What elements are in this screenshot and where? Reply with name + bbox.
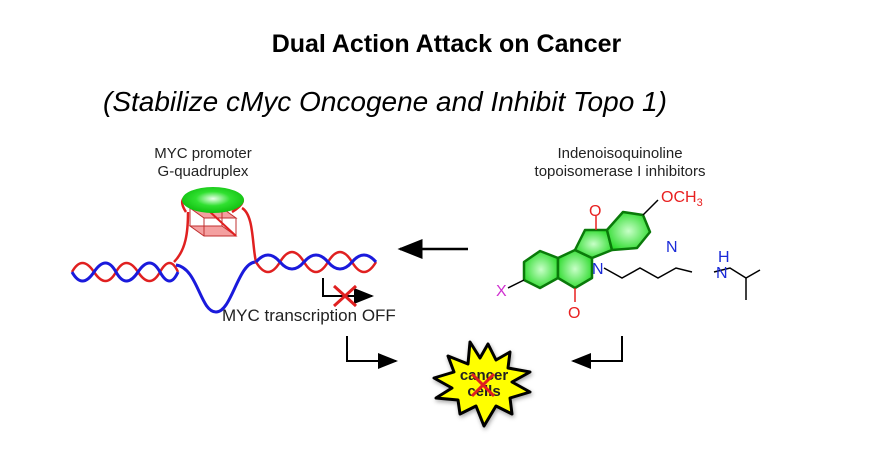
dna-blue-loop [175, 260, 257, 314]
page-title: Dual Action Attack on Cancer [271, 30, 622, 58]
pyridine-ring [605, 210, 652, 252]
indenoisoquinoline-structure [522, 210, 652, 290]
substituent-bonds [507, 199, 761, 302]
inhibitor-label-line2: topoisomerase I inhibitors [534, 163, 706, 180]
atom-methoxy-sub: 3 [697, 197, 703, 209]
burst-text-line1: cancer [460, 367, 509, 384]
page-subtitle: (Stabilize cMyc Oncogene and Inhibit Top… [103, 86, 667, 117]
dna-helix-right [254, 250, 378, 274]
dna-red-loop-left [173, 211, 190, 263]
dna-strand-red-right [254, 250, 378, 274]
dna-red-loop-right [241, 206, 258, 263]
dna-strand-blue-left [70, 261, 180, 283]
benzene-ring [522, 249, 560, 290]
atom-amine-h: H [718, 249, 730, 266]
burst-x-icon [470, 372, 496, 398]
atom-substituent-x: X [496, 283, 507, 300]
dna-strand-blue-right [254, 253, 378, 271]
inhibitor-label-line1: Indenoisoquinoline [557, 145, 683, 162]
arrow-to-cancer-left-icon [346, 336, 398, 369]
transcription-off-label: MYC transcription OFF [222, 306, 396, 325]
arrow-to-cancer-right-icon [571, 336, 623, 369]
atom-ketone-o: O [589, 203, 601, 220]
atom-methoxy-main: OCH [661, 189, 697, 206]
atom-lactam-o: O [568, 305, 580, 322]
block-x-icon [332, 284, 358, 308]
atom-methoxy: OCH3 [661, 189, 703, 209]
transcription-blocked-arrow [322, 278, 374, 308]
g-quadruplex-label-line1: MYC promoter [154, 145, 252, 162]
g-quadruplex-label-line2: G-quadruplex [157, 163, 249, 180]
g-quadruplex-structure [181, 187, 245, 237]
g-quadruplex-label: MYC promoter G-quadruplex [128, 145, 278, 181]
atom-pyridine-n: N [666, 239, 678, 256]
dna-strand-red-left [70, 261, 180, 283]
atom-lactam-n: N [592, 261, 604, 278]
indenone-ring [573, 228, 614, 260]
atom-amine-n: N [716, 265, 728, 282]
inhibitor-label: Indenoisoquinoline topoisomerase I inhib… [505, 145, 735, 181]
dna-helix-left [70, 261, 180, 283]
ligand-ellipse [182, 187, 244, 213]
